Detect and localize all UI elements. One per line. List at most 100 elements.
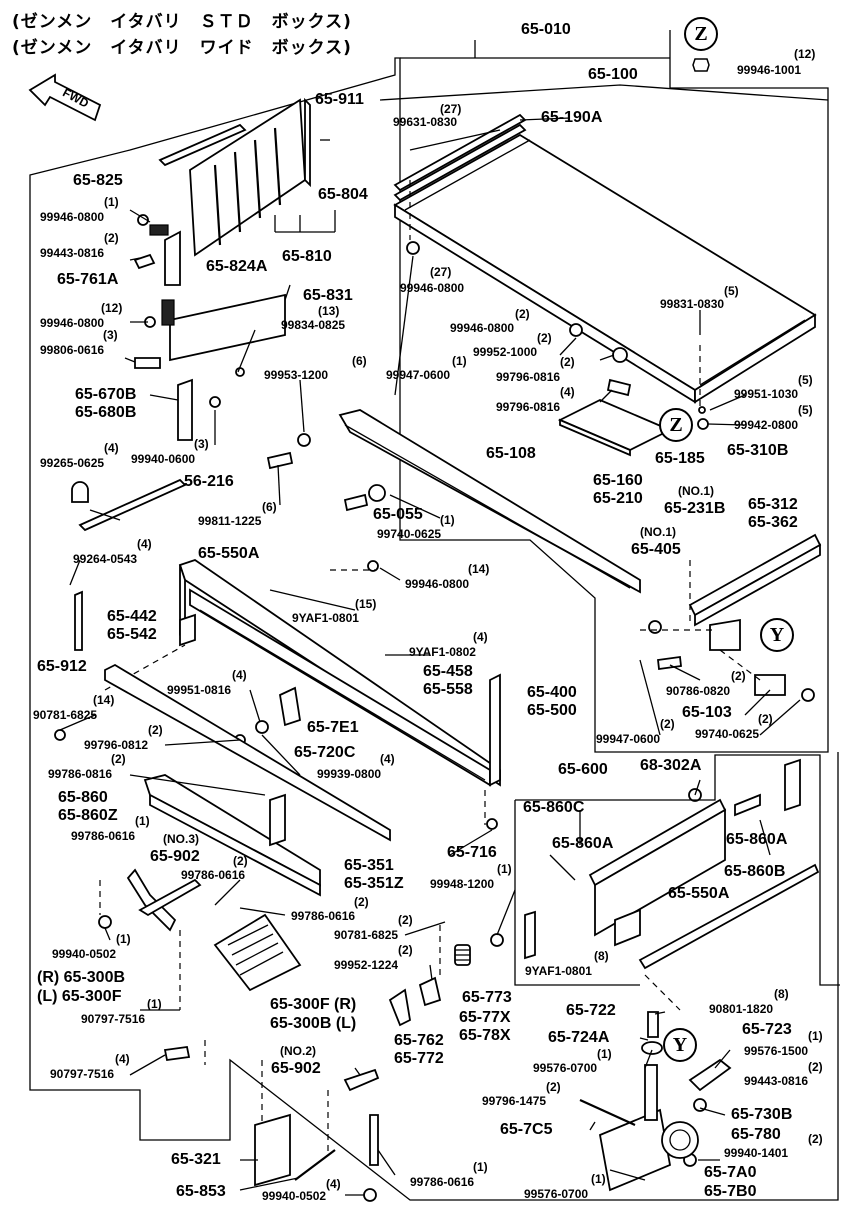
label-65-500: 65-500 [527,702,577,719]
qty-label: (1) [147,997,162,1011]
callout-z: Z [684,17,718,51]
label-65-853: 65-853 [176,1183,226,1200]
label-65-160: 65-160 [593,472,643,489]
qty-label: (1) [135,814,150,828]
title-line-1: (ゼンメン イタバリ ＳＴＤ ボックス) [12,12,352,32]
part-99940-0502: 99940-0502 [52,947,117,961]
qty-label: (1) [104,195,119,209]
part-99946-0800: 99946-0800 [40,210,105,224]
part-99796-1475: 99796-1475 [482,1094,547,1108]
label-65-055: 65-055 [373,506,423,523]
label-65-7E1: 65-7E1 [307,719,359,736]
qty-label: (4) [473,630,488,644]
label-65-190A: 65-190A [541,109,603,126]
label-65-912: 65-912 [37,658,87,675]
qty-label: (5) [798,403,813,417]
part-99576-0700: 99576-0700 [524,1187,589,1201]
part-99948-1200: 99948-1200 [430,877,495,891]
label-65-773: 65-773 [462,989,512,1006]
label-65-824A: 65-824A [206,258,268,275]
leader-lines [59,117,801,1196]
part-99953-1200: 99953-1200 [264,368,329,382]
label-65-902: 65-902 [271,1060,321,1077]
qty-label: (2) [233,854,248,868]
label-65-762: 65-762 [394,1032,444,1049]
part-99740-0625: 99740-0625 [377,527,442,541]
part-99740-0625: 99740-0625 [695,727,760,741]
part-no-label: (NO.2) [280,1044,316,1058]
label-65-761A: 65-761A [57,271,119,288]
part-99946-0800: 99946-0800 [400,281,465,295]
part-90781-6825: 90781-6825 [334,928,399,942]
label-56-216: 56-216 [184,473,234,490]
part-99631-0830: 99631-0830 [393,115,458,129]
label-65-185: 65-185 [655,450,705,467]
part-99796-0812: 99796-0812 [84,738,149,752]
qty-label: (3) [103,328,118,342]
side-rail-drawing [338,409,641,594]
label-65-860A: 65-860A [726,831,788,848]
part-99265-0625: 99265-0625 [40,456,105,470]
qty-label: (14) [468,562,490,576]
part-99576-1500: 99576-1500 [744,1044,809,1058]
label-65-108: 65-108 [486,445,536,462]
label-65-680B: 65-680B [75,404,137,421]
label-65-010: 65-010 [521,21,571,38]
callout-z: Z [659,408,693,442]
label-65-100: 65-100 [588,66,638,83]
qty-label: (1) [591,1172,606,1186]
callout-y: Y [760,618,794,652]
label-65-730B: 65-730B [731,1106,793,1123]
label-65-722: 65-722 [566,1002,616,1019]
qty-label: (2) [398,913,413,927]
label-65-670B: 65-670B [75,386,137,403]
label-65-231B: 65-231B [664,500,726,517]
qty-label: (12) [794,47,816,61]
label-65-723: 65-723 [742,1021,792,1038]
label-65-7B0: 65-7B0 [704,1183,757,1200]
label-65-210: 65-210 [593,490,643,507]
qty-label: (1) [597,1047,612,1061]
part-99952-1000: 99952-1000 [473,345,538,359]
tailgate-drawing [178,559,501,787]
part-no-label: (NO.1) [678,484,714,498]
guard-plate-drawing [169,293,286,362]
label-65-300B-R: (R) 65-300B [37,969,126,986]
part-99939-0800: 99939-0800 [317,767,382,781]
qty-label: (2) [660,717,675,731]
qty-label: (1) [473,1160,488,1174]
label-65-860Z: 65-860Z [58,807,118,824]
part-99806-0616: 99806-0616 [40,343,105,357]
part-99940-0502: 99940-0502 [262,1189,327,1203]
part-99811-1225: 99811-1225 [198,514,262,528]
part-99796-0816: 99796-0816 [496,370,561,384]
part-90797-7516: 90797-7516 [50,1067,115,1081]
mudflap-drawing [213,913,302,992]
part-90797-7516: 90797-7516 [81,1012,146,1026]
label-65-405: 65-405 [631,541,681,558]
qty-label: (13) [318,304,340,318]
qty-label: (2) [560,355,575,369]
part-no-label: (NO.1) [640,525,676,539]
strip-drawing [78,478,187,532]
inset-guard-drawing [524,758,820,970]
bottom-plate-drawing [254,1113,291,1187]
qty-label: (2) [758,712,773,726]
label-65-300F-R: 65-300F (R) [270,996,357,1013]
label-65-720C: 65-720C [294,744,356,761]
label-65-442: 65-442 [107,608,157,625]
label-65-321: 65-321 [171,1151,221,1168]
qty-label: (8) [594,949,609,963]
label-65-600: 65-600 [558,761,608,778]
part-99947-0600: 99947-0600 [386,368,451,382]
qty-label: (4) [380,752,395,766]
label-65-550A: 65-550A [198,545,260,562]
part-99576-0700: 99576-0700 [533,1061,598,1075]
part-99942-0800: 99942-0800 [734,418,799,432]
label-65-351: 65-351 [344,857,394,874]
label-65-772: 65-772 [394,1050,444,1067]
label-65-103: 65-103 [682,704,732,721]
qty-label: (15) [355,597,377,611]
